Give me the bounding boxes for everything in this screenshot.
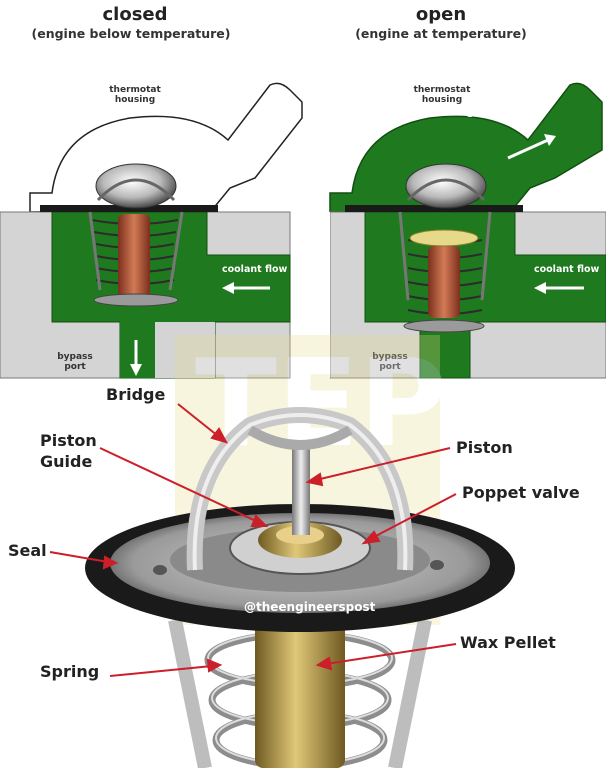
label-piston: Piston <box>456 438 513 457</box>
flange-plate <box>110 513 490 613</box>
closed-bypass-label-line2: port <box>64 362 86 372</box>
label-wax-pellet: Wax Pellet <box>460 633 556 652</box>
lower-frame <box>168 618 432 768</box>
wax-pellet-arrow <box>325 643 457 665</box>
poppet-valve-arrow <box>371 493 457 539</box>
closed-bypass-label: bypass port <box>50 352 100 372</box>
open-bypass-label: bypass port <box>365 352 415 372</box>
open-bypass-label-line1: bypass <box>372 352 408 362</box>
label-seal: Seal <box>8 541 47 560</box>
open-flow-arrow <box>534 282 584 294</box>
closed-housing-label-line2: housing <box>114 95 156 105</box>
open-subtitle: (engine at temperature) <box>355 26 527 41</box>
open-flange <box>345 205 523 212</box>
closed-housing-label: thermotat housing <box>95 85 175 105</box>
closed-flow-arrow <box>222 282 270 294</box>
open-housing-label: thermostat housing <box>402 85 482 105</box>
open-housing <box>329 82 603 213</box>
label-spring: Spring <box>40 662 100 681</box>
spring-arrow <box>109 665 213 677</box>
closed-flow-label: coolant flow <box>222 264 288 275</box>
open-housing-arrow <box>507 134 556 160</box>
callout-arrows <box>49 403 457 677</box>
photo-watermark: @theengineerspost <box>244 600 376 614</box>
open-poppet <box>409 229 479 247</box>
closed-subtitle: (engine below temperature) <box>31 26 231 41</box>
wax-pellet <box>255 620 345 768</box>
closed-dome <box>95 163 177 209</box>
closed-wax-pellet <box>118 214 150 300</box>
bridge-arrow <box>177 403 219 437</box>
closed-bypass-arrow <box>130 340 142 376</box>
label-piston-guide: Piston Guide <box>40 430 97 472</box>
closed-title: closed <box>102 4 168 25</box>
open-housing-label-line1: thermostat <box>413 85 471 95</box>
closed-housing-label-line1: thermotat <box>109 85 161 95</box>
piston-guide <box>258 522 342 558</box>
piston-arrow <box>315 447 451 481</box>
poppet-valve <box>229 521 371 575</box>
open-diagram <box>300 82 606 379</box>
open-title: open <box>415 4 467 25</box>
bridge <box>186 407 414 571</box>
piston <box>292 445 310 535</box>
piston-guide-arrow <box>99 447 259 523</box>
open-housing-label-line2: housing <box>421 95 463 105</box>
spring-highlight <box>207 631 393 765</box>
closed-diagram <box>0 82 303 379</box>
open-dome <box>405 163 487 209</box>
label-bridge: Bridge <box>106 385 166 404</box>
closed-flange <box>40 205 218 212</box>
label-poppet-valve: Poppet valve <box>462 483 580 502</box>
label-piston-guide-line2: Guide <box>40 452 93 471</box>
open-wax-pellet <box>428 246 460 318</box>
spring <box>204 630 396 768</box>
thermostat-diagrams <box>0 82 606 379</box>
closed-bypass-label-line1: bypass <box>57 352 93 362</box>
seal-arrow <box>49 551 109 563</box>
open-flow-label: coolant flow <box>534 264 600 275</box>
label-piston-guide-line1: Piston <box>40 431 97 450</box>
open-bypass-label-line2: port <box>379 362 401 372</box>
